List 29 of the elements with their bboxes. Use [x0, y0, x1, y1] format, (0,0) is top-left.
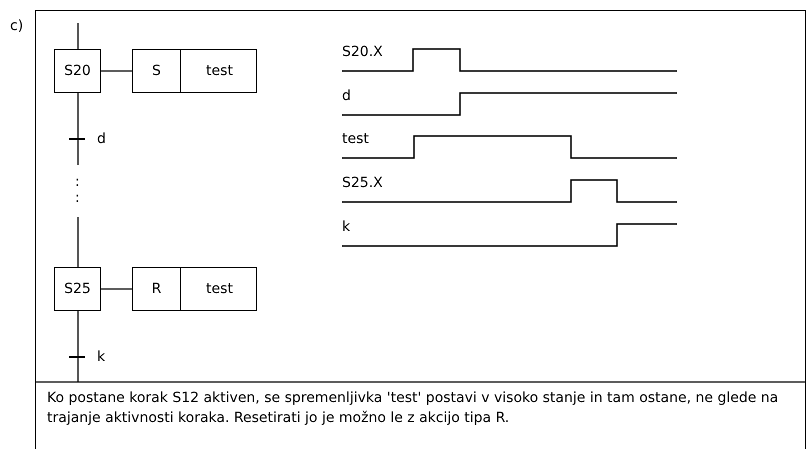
signal-name: k — [342, 219, 350, 235]
connector-line — [101, 70, 132, 72]
action-box — [132, 267, 257, 311]
caption-text: Ko postane korak S12 aktiven, se spremenljivka 'test' postavi v visoko stanje in tam ostane, ne glede na trajanje aktivnosti koraka. Resetirati jo je možno le z akcijo tipa R. — [47, 389, 780, 428]
connector-line — [77, 93, 79, 139]
connector-line — [77, 217, 79, 267]
step-name: S20 — [64, 63, 91, 79]
action-variable: test — [206, 63, 233, 79]
action-variable: test — [206, 281, 233, 297]
step-name: S25 — [64, 281, 91, 297]
action-box — [132, 49, 257, 93]
signal-name: S20.X — [342, 44, 383, 60]
figure-label: c) — [10, 18, 24, 34]
continuation-dots: : — [75, 174, 80, 190]
continuation-dots: : — [75, 190, 80, 206]
signal-name: S25.X — [342, 175, 383, 191]
action-qualifier: S — [152, 63, 161, 79]
connector-line — [77, 357, 79, 382]
connector-line — [77, 311, 79, 357]
signal-name: d — [342, 88, 351, 104]
transition-condition: k — [97, 349, 106, 365]
connector-line — [101, 288, 132, 290]
connector-line — [77, 23, 79, 49]
step-box — [54, 49, 101, 93]
signal-name: test — [342, 131, 369, 147]
step-box — [54, 267, 101, 311]
connector-line — [77, 139, 79, 165]
transition-condition: d — [97, 131, 106, 147]
action-qualifier: R — [152, 281, 162, 297]
